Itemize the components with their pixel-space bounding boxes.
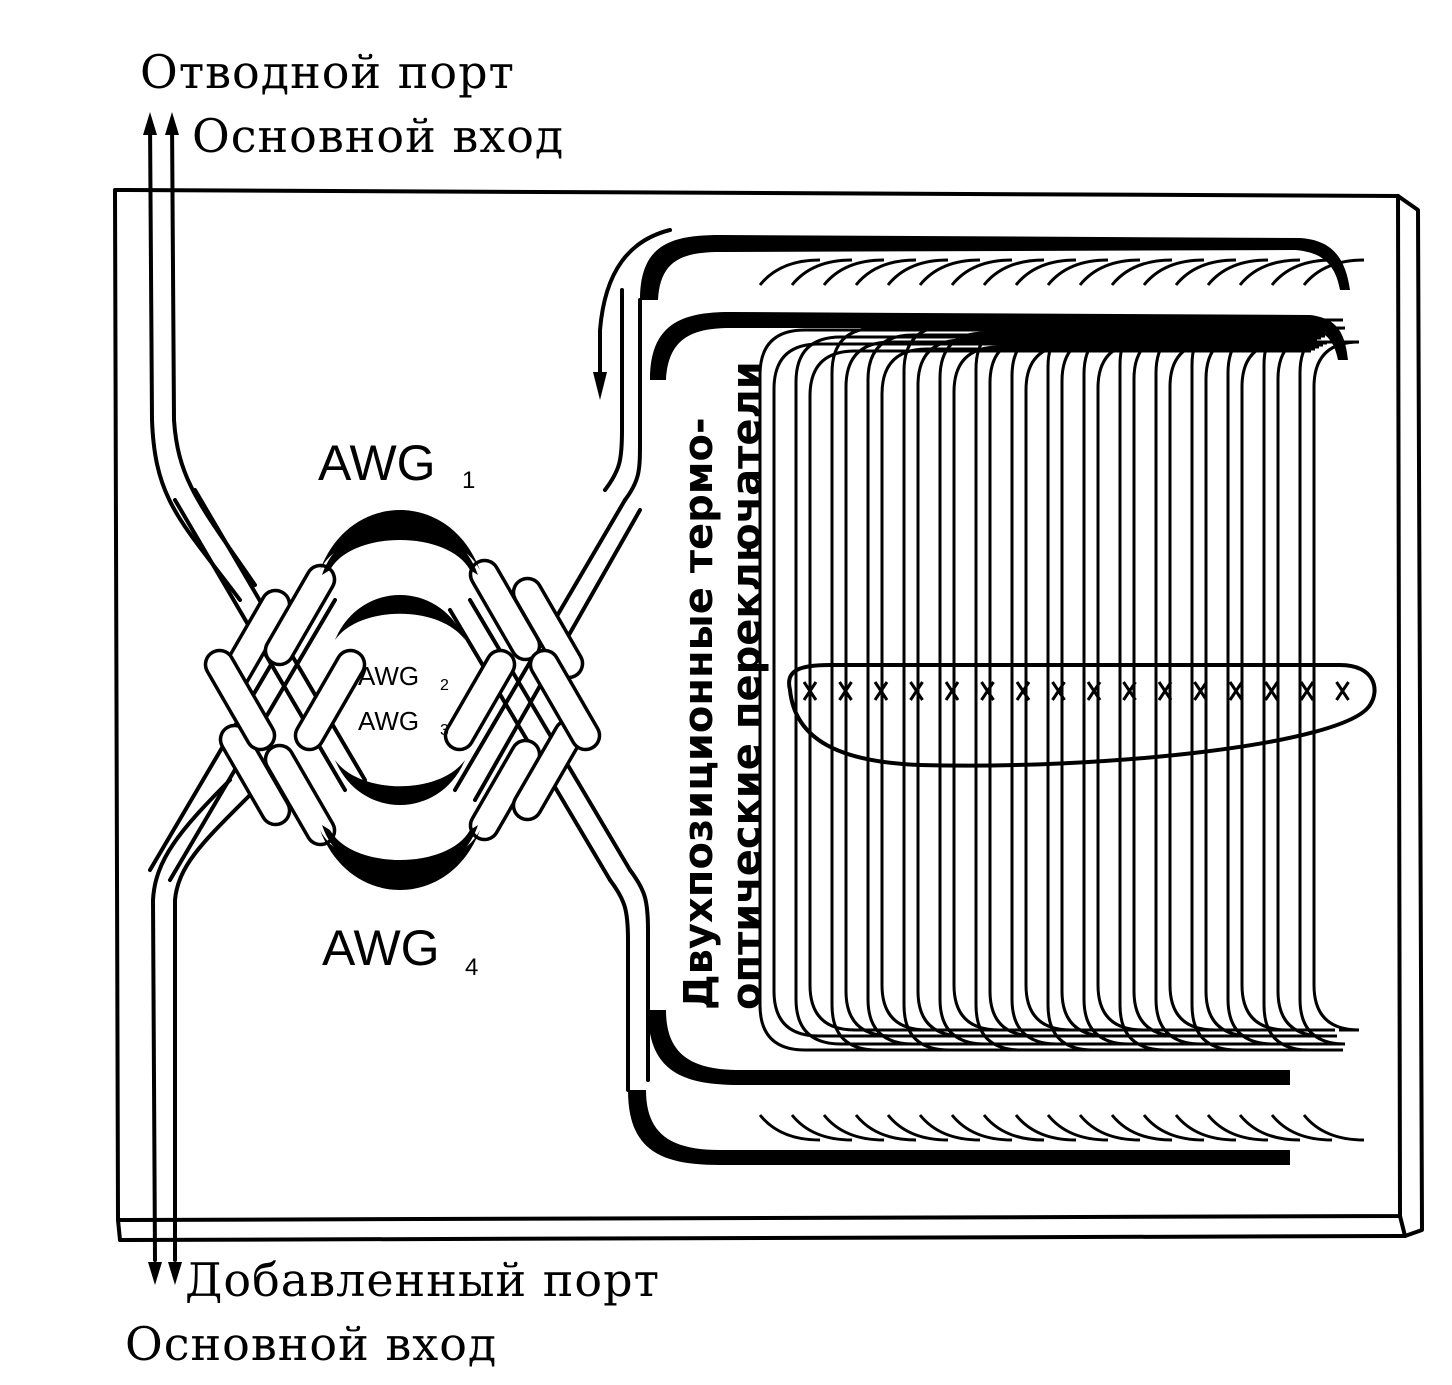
awg1-label: AWG 1 (318, 435, 475, 494)
bottom-scallop (758, 1114, 821, 1142)
switch-marker (1193, 681, 1208, 701)
loop-feed (593, 228, 672, 1092)
drop-port-label: Отводной порт (140, 45, 515, 99)
switch-loop (1154, 326, 1337, 1046)
main-input-bottom-label: Основной вход (125, 1317, 497, 1371)
bottom-scallop (854, 1114, 917, 1142)
top-scallop (1238, 258, 1301, 286)
bottom-scallop (950, 1114, 1013, 1142)
bottom-scallop (1174, 1114, 1237, 1142)
top-scallop (1046, 258, 1109, 286)
bottom-scallop (982, 1114, 1045, 1142)
switch-loop (758, 328, 1315, 1052)
awg1-subscript: 1 (462, 467, 475, 494)
switch-marker (1122, 681, 1137, 701)
top-scallop (758, 258, 821, 286)
bottom-scallop (1078, 1114, 1141, 1142)
switch-loop (866, 333, 1321, 1046)
top-scallop (1174, 258, 1237, 286)
chip-substrate (113, 188, 1424, 1242)
awg2-label: AWG 2 (358, 661, 449, 694)
awg3-label: AWG 3 (358, 706, 449, 739)
thermo-optic-switch-band (787, 663, 1377, 768)
switches-caption: Двухпозиционные термо- оптические перекл… (676, 361, 770, 1010)
switch-marker (1051, 681, 1066, 701)
top-scallop (1270, 258, 1333, 286)
loop-bands (628, 235, 1350, 1165)
awg1-text: AWG (318, 435, 436, 491)
switch-marker (1228, 681, 1244, 701)
add-port-label: Добавленный порт (185, 1253, 660, 1307)
top-scallop (1206, 258, 1269, 286)
top-scallop (790, 258, 853, 286)
switch-marker (1086, 681, 1102, 701)
switch-loop-inner (916, 338, 1317, 1038)
top-scallop (1014, 258, 1077, 286)
awg4-text: AWG (322, 920, 440, 976)
top-scallop (982, 258, 1045, 286)
top-scallop (950, 258, 1013, 286)
switch-loop (1298, 326, 1346, 1046)
bottom-scallop (1142, 1114, 1205, 1142)
switch-loop (1010, 329, 1329, 1046)
awg3-subscript: 3 (440, 722, 449, 739)
bottom-scallop (790, 1114, 853, 1142)
switch-loop (1082, 327, 1333, 1046)
awg3-text: AWG (358, 706, 419, 736)
bottom-scallop (886, 1114, 949, 1142)
bottom-scallop (918, 1114, 981, 1142)
switch-marker (980, 681, 995, 701)
awg4-subscript: 4 (465, 954, 478, 981)
switch-loop (902, 324, 1323, 1052)
waveguide-crossing (148, 488, 642, 882)
main-input-top-label: Основной вход (192, 109, 564, 163)
bottom-scallop (822, 1114, 885, 1142)
switch-marker (1264, 681, 1279, 701)
bottom-scallop (1110, 1114, 1173, 1142)
switch-loop-inner (1240, 340, 1335, 1032)
top-scallop (854, 258, 917, 286)
switch-loop-inner (1168, 340, 1331, 1032)
top-scallop (1110, 258, 1173, 286)
bottom-scallop (1046, 1114, 1109, 1142)
awg-arcs (320, 510, 480, 890)
switches-caption-line1: Двухпозиционные термо- (676, 417, 722, 1010)
top-scallop (1142, 258, 1205, 286)
switch-loop (1226, 326, 1341, 1046)
top-scallop (1078, 258, 1141, 286)
awg2-subscript: 2 (440, 677, 449, 694)
switch-marker (1015, 681, 1031, 701)
bottom-scallop (1238, 1114, 1301, 1142)
switch-marker (909, 681, 924, 701)
switch-loop (938, 331, 1325, 1046)
switches-caption-line2: оптические переключатели (724, 361, 770, 1010)
bottom-scallop (1302, 1114, 1365, 1142)
top-scallop (886, 258, 949, 286)
switch-loop (830, 326, 1319, 1052)
awg4-label: AWG 4 (322, 920, 478, 981)
switch-loop-inner (1312, 340, 1360, 1032)
bottom-scallop (1206, 1114, 1269, 1142)
bottom-scallop (1270, 1114, 1333, 1142)
top-scallop (918, 258, 981, 286)
switch-marker (1157, 681, 1173, 701)
bottom-scallop (1014, 1114, 1077, 1142)
switch-loop-inner (1276, 332, 1337, 1038)
switch-loop (794, 335, 1317, 1046)
switch-marker (1335, 681, 1350, 701)
awg2-text: AWG (358, 661, 419, 691)
switch-marker (873, 681, 889, 701)
switch-marker (1299, 681, 1315, 701)
top-scallop (822, 258, 885, 286)
switch-loop-inner (772, 342, 1309, 1038)
top-scallop (1302, 258, 1365, 286)
switch-marker (838, 681, 853, 701)
switch-markers (802, 681, 1350, 701)
switch-marker (802, 681, 818, 701)
switch-marker (944, 681, 960, 701)
